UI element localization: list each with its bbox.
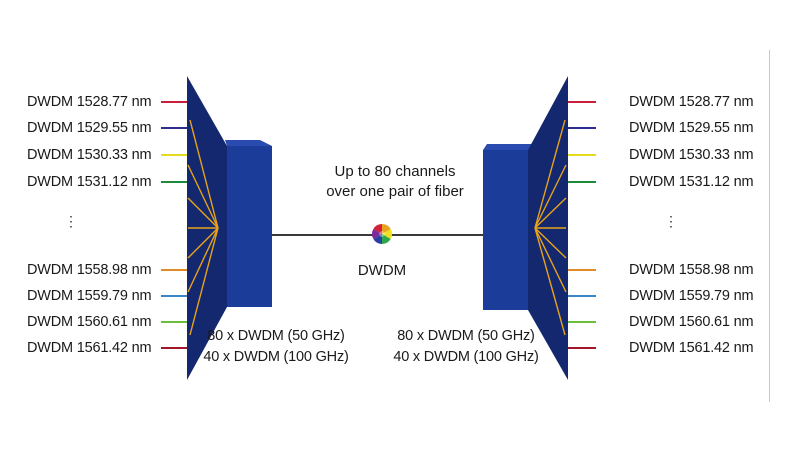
right-fan-lines [534, 119, 567, 336]
right-channel-label: DWDM 1530.33 nm [629, 147, 754, 163]
right-channel-label: DWDM 1558.98 nm [629, 262, 754, 278]
left-fan-lines [187, 119, 219, 336]
left-channel-label: DWDM 1528.77 nm [27, 94, 152, 110]
dwdm-label: DWDM [357, 262, 407, 279]
left-channel-label: DWDM 1559.79 nm [27, 288, 152, 304]
right-channel-label: DWDM 1559.79 nm [629, 288, 754, 304]
right-mux-face [483, 150, 528, 310]
right-channel-label: DWDM 1528.77 nm [629, 94, 754, 110]
left-channel-label: DWDM 1560.61 nm [27, 314, 152, 330]
right-channel-label: DWDM 1560.61 nm [629, 314, 754, 330]
left-channel-label: DWDM 1531.12 nm [27, 174, 152, 190]
right-channel-label: DWDM 1531.12 nm [629, 174, 754, 190]
right-mux-spec: 80 x DWDM (50 GHz) 40 x DWDM (100 GHz) [386, 326, 546, 368]
left-channel-label: DWDM 1530.33 nm [27, 147, 152, 163]
link-caption-line: over one pair of fiber [326, 183, 464, 200]
left-channel-label: DWDM 1529.55 nm [27, 120, 152, 136]
right-channel-lines [566, 101, 596, 349]
left-channel-label: DWDM 1561.42 nm [27, 340, 152, 356]
dwdm-color-ball-icon [372, 224, 392, 244]
right-mux-block [483, 76, 568, 380]
right-mux-top [483, 144, 540, 150]
right-channel-label: DWDM 1561.42 nm [629, 340, 754, 356]
right-channel-label: DWDM 1529.55 nm [629, 120, 754, 136]
link-caption: Up to 80 channels over one pair of fiber [310, 162, 480, 202]
left-mux-spec-line: 40 x DWDM (100 GHz) [203, 349, 349, 365]
left-mux-face [227, 146, 272, 307]
right-divider [769, 50, 770, 402]
left-channel-lines [161, 101, 188, 349]
left-mux-spec: 80 x DWDM (50 GHz) 40 x DWDM (100 GHz) [196, 326, 356, 368]
left-mux-spec-line: 80 x DWDM (50 GHz) [207, 328, 345, 344]
right-mux-spec-line: 40 x DWDM (100 GHz) [393, 349, 539, 365]
right-ellipsis: ⋮ [664, 213, 678, 229]
left-mux-block [187, 76, 272, 380]
right-mux-spec-line: 80 x DWDM (50 GHz) [397, 328, 535, 344]
left-ellipsis: ⋮ [64, 213, 78, 229]
left-mux-top [225, 140, 272, 146]
left-channel-label: DWDM 1558.98 nm [27, 262, 152, 278]
link-caption-line: Up to 80 channels [334, 163, 456, 180]
